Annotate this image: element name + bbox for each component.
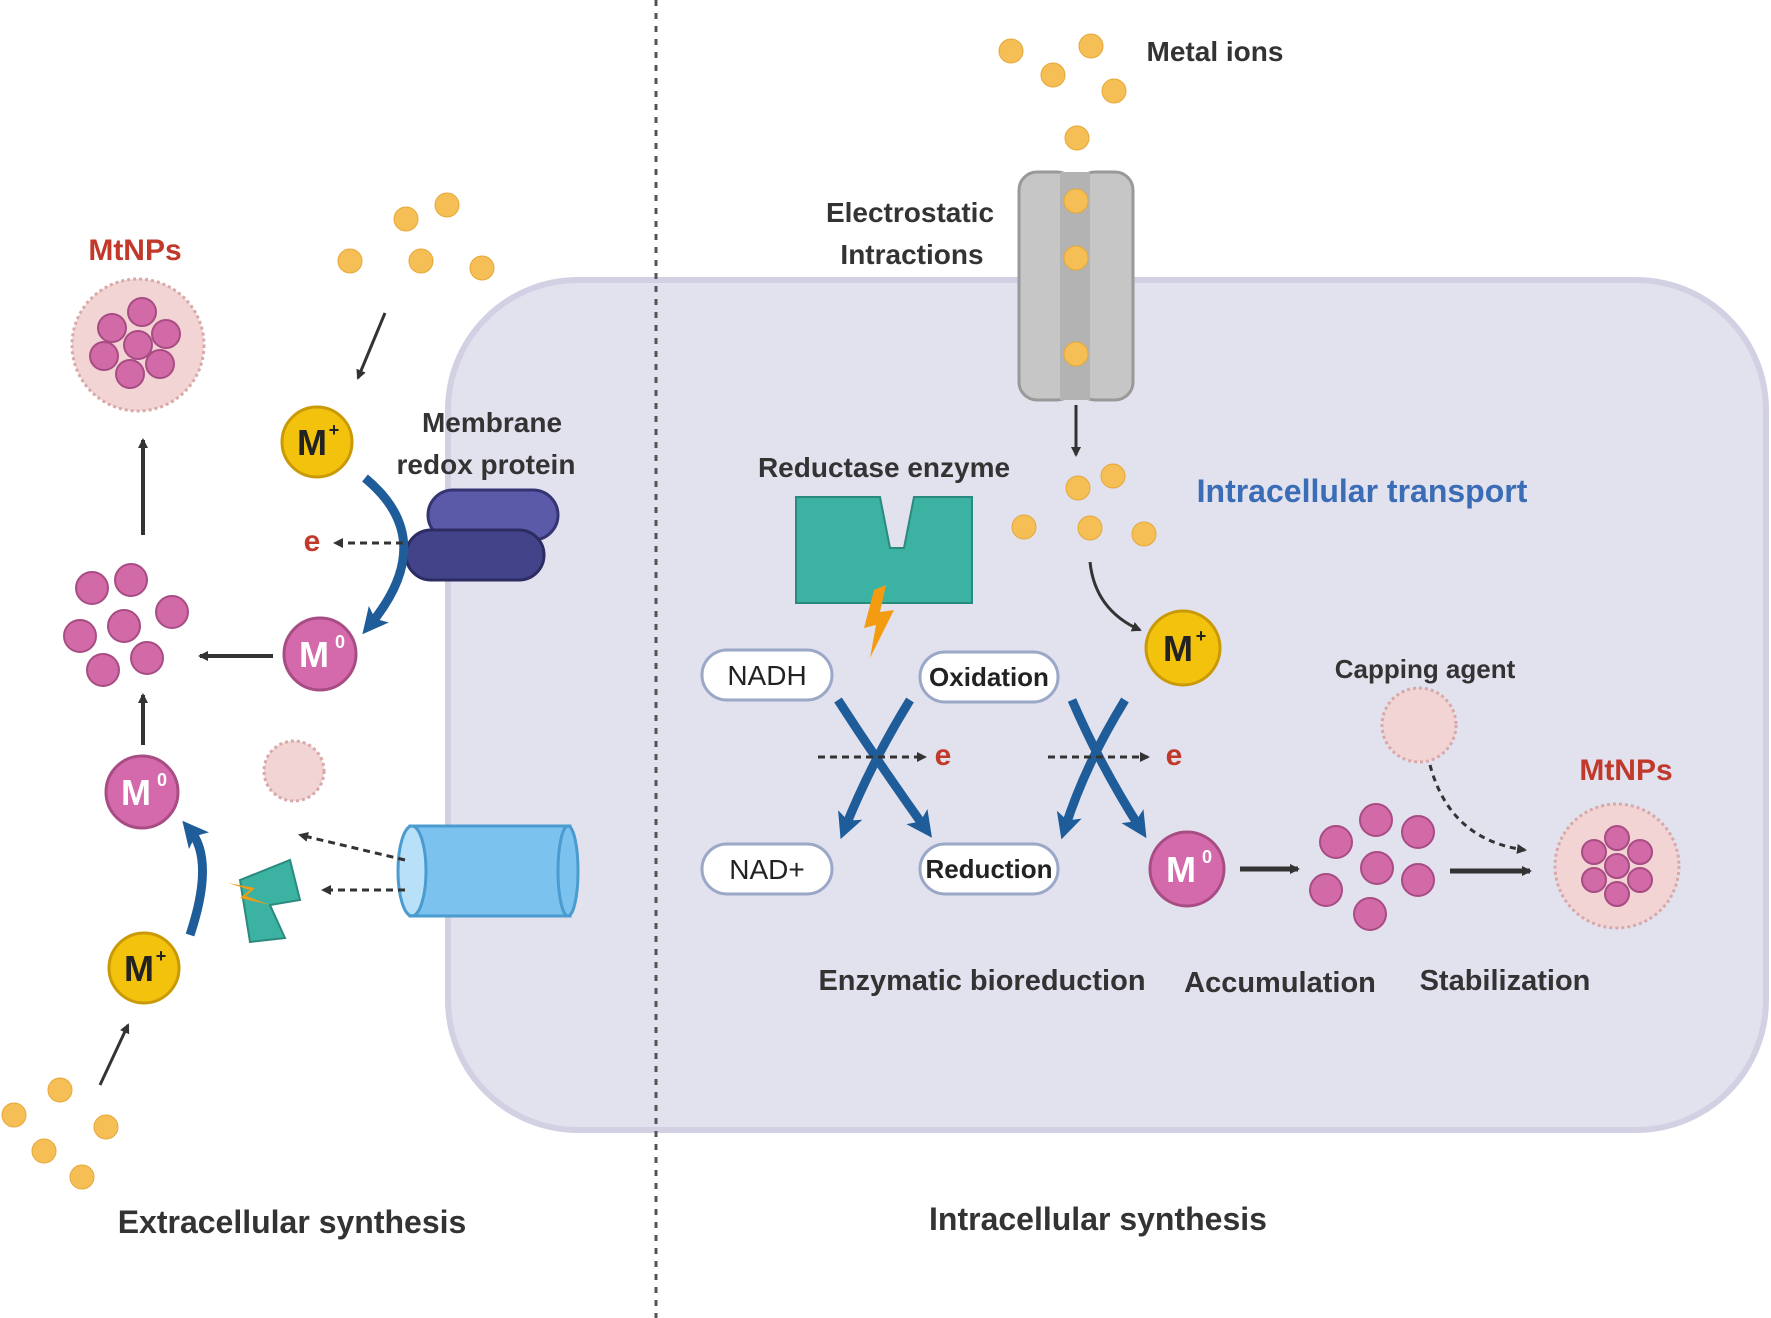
mtnps-right-particle	[1553, 802, 1681, 930]
m0-left-lower-sup: 0	[157, 770, 167, 790]
m0-left-right-label: M	[299, 634, 329, 675]
blue-arrow-oxidation-to-nad	[838, 697, 914, 840]
intracellular-synthesis-label: Intracellular synthesis	[929, 1201, 1267, 1237]
ions-in-channel	[1063, 188, 1089, 367]
mplus-right-sup: +	[1196, 626, 1207, 646]
reduction-pill: Reduction	[918, 842, 1060, 896]
metal-ions-cluster-bottom-left	[1, 1077, 119, 1190]
electrostatic-label-2: Intractions	[840, 239, 983, 270]
blue-arrow-to-reduction	[1056, 697, 1129, 840]
arrow-ions-to-mplus-right	[1088, 561, 1142, 632]
mplus-ion-left-top: M +	[280, 405, 354, 479]
m0-right-label: M	[1166, 849, 1196, 890]
blue-arrow-mplus-to-m0-lower	[182, 820, 209, 937]
mtnps-left-label: MtNPs	[88, 234, 181, 267]
metal-ions-cluster-top-left	[337, 192, 495, 281]
mplus-left-bottom-sup: +	[156, 946, 167, 966]
nad-plus-pill: NAD+	[700, 842, 834, 896]
extracellular-synthesis-label: Extracellular synthesis	[118, 1204, 467, 1240]
membrane-redox-protein	[404, 488, 560, 582]
mplus-left-top-label: M	[297, 422, 327, 463]
stabilization-label: Stabilization	[1420, 965, 1591, 997]
m0-left-right: M 0	[282, 616, 358, 692]
nad-plus-label: NAD+	[729, 854, 804, 885]
m0-left-right-sup: 0	[335, 632, 345, 652]
electron-left-label: e	[304, 525, 321, 558]
blue-arrow-mplus-to-m0-left	[362, 474, 409, 635]
mplus-ion-right: M +	[1144, 609, 1222, 687]
accumulation-label: Accumulation	[1184, 967, 1376, 999]
enzyme-left	[228, 858, 302, 944]
capping-agent-left	[262, 739, 326, 803]
capping-agent-label: Capping agent	[1335, 654, 1516, 684]
channel-tube	[396, 824, 580, 918]
nadh-label: NADH	[727, 660, 806, 691]
m0-right-sup: 0	[1202, 847, 1212, 867]
nadh-pill: NADH	[700, 648, 834, 702]
enzymatic-bioreduction-label: Enzymatic bioreduction	[818, 965, 1145, 997]
mplus-ion-left-bottom: M +	[107, 931, 181, 1005]
np-cluster-right	[1309, 803, 1435, 931]
capping-agent-right	[1380, 686, 1458, 764]
electron-right-label: e	[1166, 739, 1183, 772]
m0-right: M 0	[1148, 830, 1226, 908]
reductase-enzyme	[795, 496, 973, 604]
mtnps-left-particle	[70, 277, 206, 413]
dashed-arrow-capping-to-mtnps	[1428, 764, 1527, 854]
membrane-label-1: Membrane	[422, 407, 562, 438]
mtnps-right-label: MtNPs	[1579, 754, 1672, 787]
mplus-right-label: M	[1163, 628, 1193, 669]
ions-inside-cell	[1011, 463, 1157, 547]
blue-arrow-to-m0	[1067, 698, 1147, 839]
arrow-ions-to-mplus-bottom	[98, 1023, 130, 1086]
np-cluster-left	[63, 563, 189, 687]
electron-middle-label: e	[935, 739, 952, 772]
electrostatic-label-1: Electrostatic	[826, 197, 994, 228]
blue-arrow-nadh-to-reduction	[834, 697, 932, 838]
intracellular-transport-label: Intracellular transport	[1197, 473, 1528, 509]
metal-ions-label: Metal ions	[1147, 36, 1284, 67]
metal-ions-cluster-top-right	[998, 33, 1127, 151]
oxidation-pill: Oxidation	[918, 650, 1060, 704]
reductase-label: Reductase enzyme	[758, 452, 1010, 483]
membrane-label-2: redox protein	[397, 449, 576, 480]
cell-body	[445, 277, 1769, 1133]
dashed-arrow-tube-to-capping	[298, 831, 406, 862]
lightning-icon	[864, 585, 894, 658]
arrow-ions-to-mplus	[356, 312, 387, 380]
m0-left-lower: M 0	[104, 754, 180, 830]
m0-left-lower-label: M	[121, 772, 151, 813]
reduction-label: Reduction	[925, 854, 1052, 884]
oxidation-label: Oxidation	[929, 662, 1049, 692]
mplus-left-top-sup: +	[329, 420, 340, 440]
mplus-left-bottom-label: M	[124, 948, 154, 989]
